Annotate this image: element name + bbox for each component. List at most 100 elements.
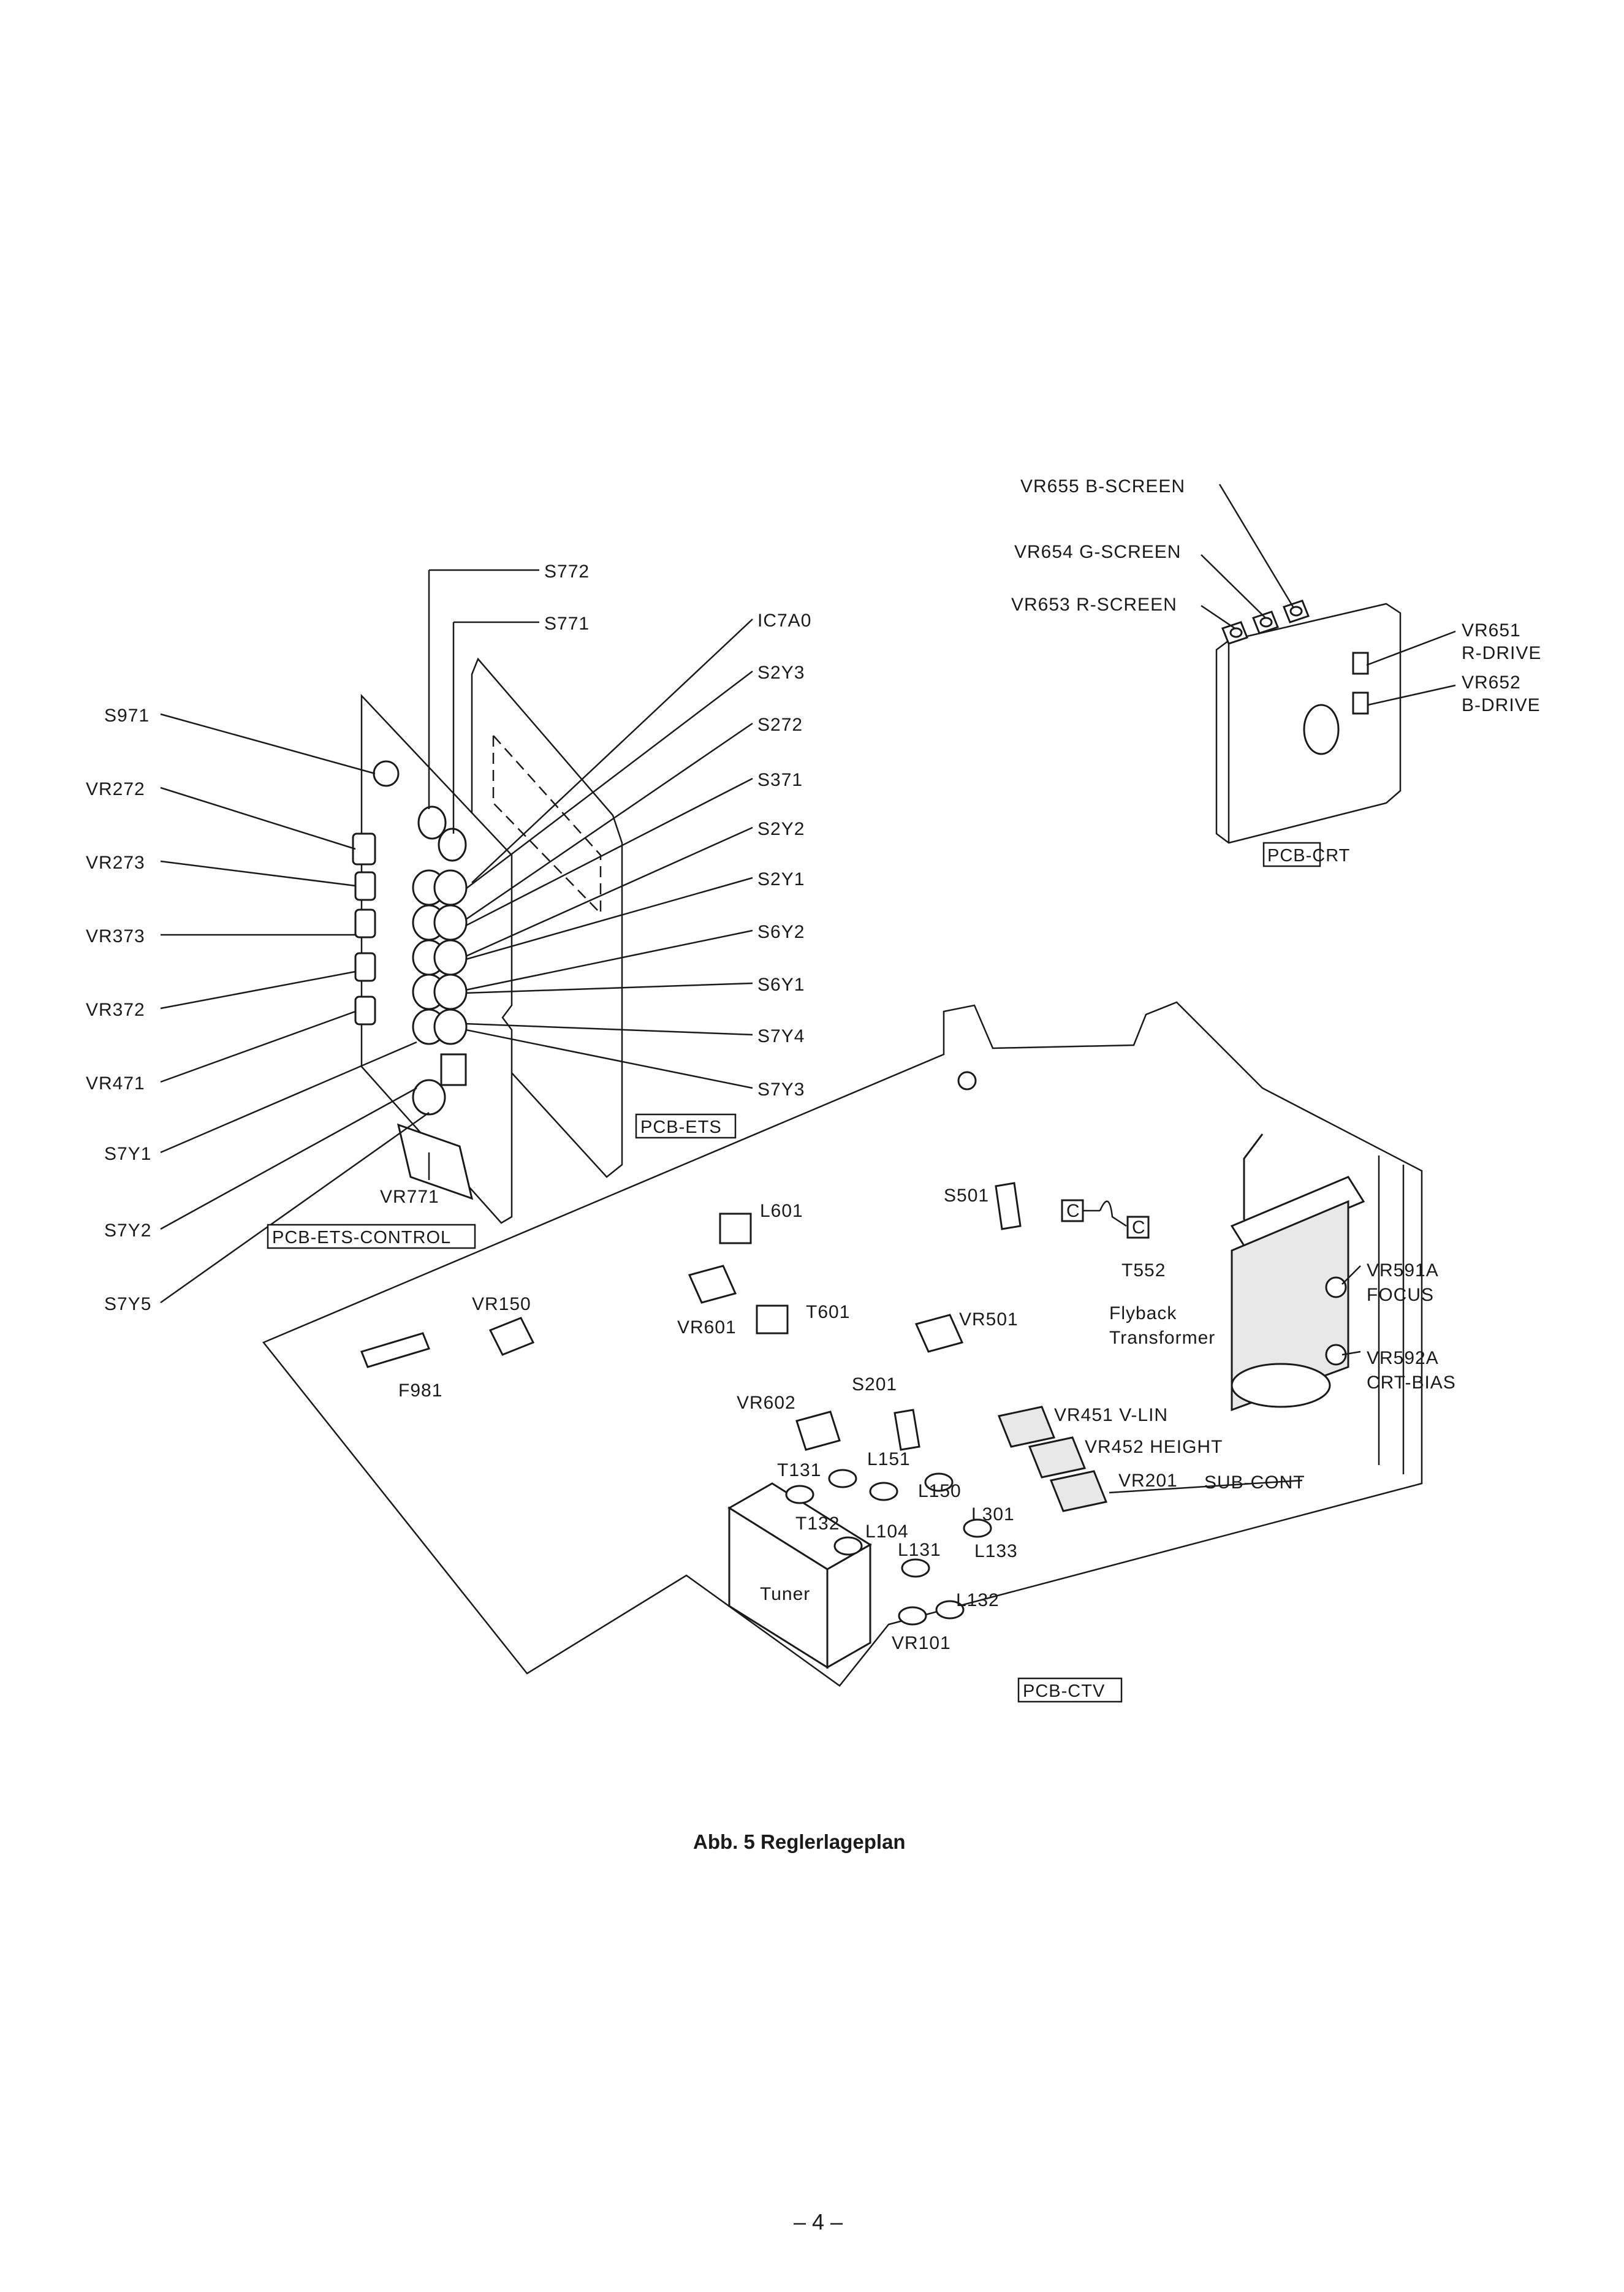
vr150-pot: [488, 1317, 535, 1356]
label-pcb-crt: PCB-CRT: [1267, 846, 1350, 866]
leader-lines: [160, 484, 1456, 1494]
screen-pots: [1221, 600, 1310, 645]
label-s2y2: S2Y2: [757, 819, 805, 839]
pcb-ets-control-board: [352, 693, 513, 1224]
label-t132: T132: [795, 1513, 840, 1534]
label-vr272: VR272: [86, 779, 145, 799]
label-vr452: VR452 HEIGHT: [1085, 1437, 1223, 1457]
label-b-drive: B-DRIVE: [1462, 695, 1541, 715]
flyback-transformer: [1230, 1133, 1365, 1412]
trimmer-pots: [360, 1182, 1150, 1512]
test-point-c-left: [1061, 1199, 1084, 1222]
label-vr592a: VR592A: [1367, 1348, 1439, 1368]
test-point-c-right: [1126, 1216, 1150, 1239]
label-l150: L150: [918, 1481, 962, 1501]
label-pcb-ets: PCB-ETS: [640, 1117, 722, 1137]
box-pcb-ets: [635, 1113, 737, 1139]
label-vr451: VR451 V-LIN: [1054, 1405, 1168, 1425]
box-pcb-crt: [1262, 842, 1321, 867]
s971-switch: [373, 760, 400, 787]
box-pcb-ets-control: [267, 1224, 476, 1249]
drive-pots: [1352, 652, 1369, 715]
label-l601: L601: [760, 1201, 803, 1221]
vr601-pot: [688, 1265, 737, 1304]
label-s772: S772: [544, 562, 590, 582]
label-s7y2: S7Y2: [104, 1220, 151, 1241]
vr771-slider: [397, 1123, 474, 1200]
page-number: – 4 –: [794, 2209, 843, 2234]
pcb-ctv-board: [262, 1001, 1423, 1687]
focus-knob: [1325, 1276, 1347, 1298]
f981-fuse: [360, 1332, 431, 1368]
label-vr654: VR654 G-SCREEN: [1014, 542, 1181, 562]
label-s201: S201: [852, 1374, 897, 1395]
label-vr501: VR501: [959, 1309, 1019, 1330]
label-vr273: VR273: [86, 853, 145, 873]
label-t131: T131: [777, 1460, 821, 1480]
label-t552: T552: [1121, 1260, 1166, 1281]
label-s2y3: S2Y3: [757, 663, 805, 683]
label-pcb-ets-control: PCB-ETS-CONTROL: [272, 1228, 451, 1247]
label-s7y4: S7Y4: [757, 1026, 805, 1046]
label-s771: S771: [544, 614, 590, 634]
label-s272: S272: [757, 715, 803, 735]
label-vr201: VR201: [1118, 1471, 1178, 1491]
label-vr655: VR655 B-SCREEN: [1020, 476, 1185, 497]
label-f981: F981: [398, 1380, 442, 1401]
label-l151: L151: [867, 1449, 911, 1469]
label-l133: L133: [974, 1541, 1018, 1561]
label-sub-cont: SUB-CONT: [1204, 1472, 1305, 1493]
label-s371: S371: [757, 770, 803, 790]
label-vr101: VR101: [892, 1633, 951, 1653]
label-s7y5: S7Y5: [104, 1294, 151, 1314]
label-tuner: Tuner: [760, 1584, 810, 1604]
coil-group: [785, 1469, 992, 1626]
label-s6y2: S6Y2: [757, 922, 805, 942]
pcb-crt-board: [1215, 600, 1402, 844]
label-r-drive: R-DRIVE: [1462, 643, 1541, 663]
box-pcb-ctv: [1017, 1677, 1123, 1703]
s501-switch: [995, 1182, 1022, 1230]
label-vr471: VR471: [86, 1073, 145, 1094]
label-pcb-ctv: PCB-CTV: [1023, 1681, 1105, 1701]
vr602-pot: [795, 1411, 841, 1451]
crt-socket-hole: [1303, 704, 1340, 755]
tuner-module: [727, 1482, 872, 1669]
label-flyback: Flyback: [1109, 1303, 1177, 1323]
label-ic7a0: IC7A0: [757, 611, 811, 631]
label-vr653: VR653 R-SCREEN: [1011, 595, 1177, 615]
label-l301: L301: [971, 1504, 1015, 1525]
label-vr150: VR150: [472, 1294, 531, 1314]
label-t601: T601: [806, 1302, 850, 1322]
vr501-pot: [914, 1314, 964, 1353]
label-s7y3: S7Y3: [757, 1079, 805, 1100]
part-labels: VR655 B-SCREEN VR654 G-SCREEN VR653 R-SC…: [86, 476, 1541, 1703]
label-focus: FOCUS: [1367, 1285, 1434, 1305]
label-s971: S971: [104, 706, 150, 726]
vr-pots-column: [352, 832, 376, 1026]
l601-coil: [719, 1213, 752, 1244]
label-l132: L132: [956, 1590, 1000, 1610]
label-l104: L104: [865, 1521, 909, 1542]
label-vr601: VR601: [677, 1317, 737, 1338]
label-vr652: VR652: [1462, 672, 1521, 693]
label-s501: S501: [944, 1186, 989, 1206]
label-vr373: VR373: [86, 926, 145, 946]
label-c-left: C: [1066, 1201, 1080, 1221]
label-vr771: VR771: [380, 1187, 439, 1207]
t601-coil: [756, 1304, 789, 1334]
label-c-right: C: [1132, 1217, 1146, 1238]
label-transformer: Transformer: [1109, 1328, 1215, 1348]
push-switch-array: [412, 805, 468, 1116]
label-l131: L131: [898, 1540, 941, 1560]
label-s2y1: S2Y1: [757, 869, 805, 889]
figure-caption: Abb. 5 Reglerlageplan: [693, 1830, 906, 1853]
vr451-pot: [997, 1406, 1056, 1448]
s201-switch: [894, 1409, 920, 1451]
label-s7y1: S7Y1: [104, 1144, 151, 1164]
label-s6y1: S6Y1: [757, 975, 805, 995]
label-vr591a: VR591A: [1367, 1260, 1439, 1281]
label-vr602: VR602: [737, 1393, 796, 1413]
label-vr651: VR651: [1462, 620, 1521, 641]
